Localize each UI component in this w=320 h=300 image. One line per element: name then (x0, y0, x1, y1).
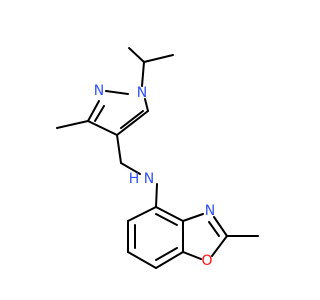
bond-c5-n1 (144, 98, 149, 112)
bond-c4-c5-outer (116, 110, 149, 136)
bond-n1-n2 (105, 90, 129, 95)
bond-isopropyl-methyl-left (128, 47, 145, 63)
atom-o-oxazole: O (201, 253, 212, 269)
molecule-structure: N N N H N O (56, 47, 259, 269)
atom-n-pyrazole-1: N (137, 85, 147, 101)
bond-ch2-nh (120, 162, 141, 175)
bond-benz-c4-c5 (127, 206, 157, 222)
bond-isopropyl-methyl-right (143, 54, 174, 63)
bond-benz-c3a-c4-inner (155, 213, 178, 226)
atom-n-amine: N (144, 171, 154, 187)
bond-benz-c3a-c4-outer (155, 206, 184, 222)
bond-benz-c7-c7a-inner (155, 247, 178, 261)
atom-n-oxazole: N (205, 203, 215, 219)
bond-o1-c7a (182, 251, 202, 260)
bond-benz-c7-c7a-outer (155, 251, 184, 269)
bond-c3-c4 (87, 120, 118, 136)
bond-n2-c3-outer (87, 100, 100, 122)
bond-nh-c4-benzo (155, 183, 158, 208)
bond-c4-c5-inner (120, 110, 144, 129)
bond-n3-c2-inner (208, 221, 220, 237)
bond-c2-o1 (211, 235, 228, 257)
bond-layer (56, 47, 259, 269)
bond-n3-c2-outer (213, 216, 228, 237)
bond-n2-c3-inner (94, 105, 105, 122)
atom-h-amine: H (129, 171, 140, 187)
bond-isopropyl-to-n1 (141, 61, 145, 87)
bond-c3-methyl (56, 120, 89, 129)
bond-c4-ch2 (116, 134, 122, 164)
bond-c3a-n3 (182, 213, 204, 222)
atom-label-layer: N N N H N O (94, 83, 215, 269)
atom-n-pyrazole-2: N (94, 83, 104, 99)
bond-benz-c6-c7 (127, 251, 157, 269)
